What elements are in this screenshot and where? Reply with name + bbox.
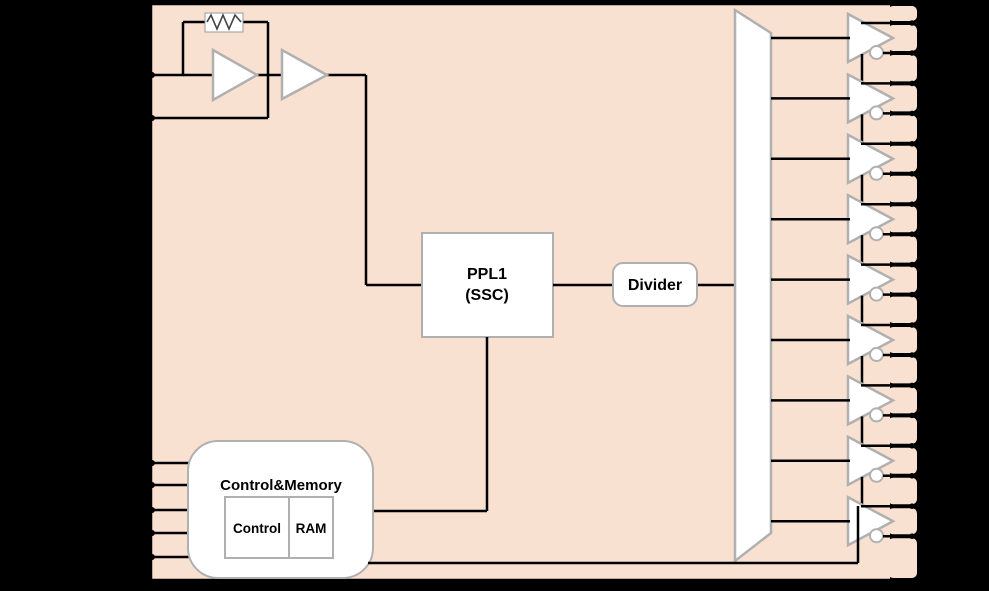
pin-pad	[888, 357, 917, 384]
pin-pad	[888, 447, 917, 474]
control-pin-dot	[149, 507, 155, 513]
pin-pad	[888, 538, 917, 578]
pin-pad	[888, 206, 917, 233]
pin-pad	[888, 266, 917, 293]
control-memory-block: Control&Memory Control RAM	[149, 337, 489, 579]
inverting-bubble-icon	[869, 407, 884, 423]
output-mux-icon	[733, 7, 773, 564]
pin-dot	[909, 80, 915, 87]
pll-label-line2: (SSC)	[465, 287, 509, 304]
control-memory-title: Control&Memory	[220, 477, 342, 494]
pin-pad	[888, 417, 917, 444]
pin-dot	[909, 291, 915, 298]
pin-dot	[909, 50, 915, 56]
pin-dot	[909, 352, 915, 358]
pin-pad	[888, 115, 917, 142]
inverting-bubble-icon	[869, 286, 884, 302]
pin-pad	[888, 25, 917, 51]
pin-dot	[909, 201, 915, 207]
inverting-bubble-icon	[869, 528, 884, 544]
pin-dot	[909, 382, 915, 389]
pin-pad	[888, 6, 917, 21]
xout-pin-dot	[149, 115, 155, 121]
output-buffer	[771, 132, 917, 205]
pin-dot	[909, 261, 915, 268]
pin-pad	[888, 175, 917, 203]
pin-pad	[888, 296, 917, 323]
pin-dot	[909, 412, 915, 419]
output-buffer	[771, 374, 917, 446]
pin-pad	[888, 145, 917, 172]
divider-box	[612, 262, 698, 307]
output-buffer	[771, 193, 917, 265]
pll-box	[421, 232, 554, 338]
control-ram-box	[224, 496, 334, 559]
control-pin-dot	[149, 482, 155, 488]
control-pin-dot	[149, 460, 155, 466]
inverting-bubble-icon	[869, 226, 884, 242]
inverting-bubble-icon	[869, 347, 884, 362]
control-label: Control	[233, 521, 281, 536]
xin-pin-dot	[149, 72, 155, 78]
pin-dot	[909, 20, 915, 26]
inverting-bubble-icon	[869, 105, 884, 121]
output-enable-route	[368, 506, 860, 565]
output-buffer	[771, 434, 917, 507]
control-pin-dot	[149, 554, 155, 560]
pin-dot	[909, 110, 915, 117]
pin-dot	[909, 141, 915, 147]
inverting-bubble-icon	[869, 467, 884, 483]
osc-amplifier-icon	[211, 47, 260, 103]
output-buffer	[771, 11, 917, 84]
osc-buffer-icon	[280, 47, 330, 102]
pin-dot	[909, 503, 915, 510]
pin-dot	[909, 443, 915, 449]
inverting-bubble-icon	[869, 165, 884, 181]
pin-pad	[888, 85, 917, 112]
pin-pad	[888, 236, 917, 263]
pin-dot	[909, 322, 915, 328]
resistor-zigzag-icon	[206, 12, 242, 32]
divider-label: Divider	[628, 277, 682, 294]
pll-label-line1: PPL1	[467, 266, 507, 283]
pin-pad	[888, 477, 917, 505]
crystal-oscillator-section	[149, 12, 422, 287]
output-buffers	[771, 6, 917, 578]
output-buffer	[771, 72, 917, 144]
divider-block: Divider	[612, 262, 698, 307]
inverting-bubble-icon	[869, 45, 884, 60]
ram-label: RAM	[296, 521, 327, 536]
output-buffer	[771, 313, 917, 386]
pll-block: PPL1 (SSC)	[421, 232, 554, 338]
pin-dot	[909, 473, 915, 479]
pin-pad	[888, 508, 917, 535]
output-buffer	[771, 253, 917, 325]
pin-dot	[909, 533, 915, 539]
pin-dot	[909, 171, 915, 177]
control-pin-dot	[149, 530, 155, 536]
pin-pad	[888, 327, 917, 353]
pin-dot	[909, 231, 915, 237]
pin-pad	[888, 55, 917, 82]
pin-pad	[888, 387, 917, 414]
